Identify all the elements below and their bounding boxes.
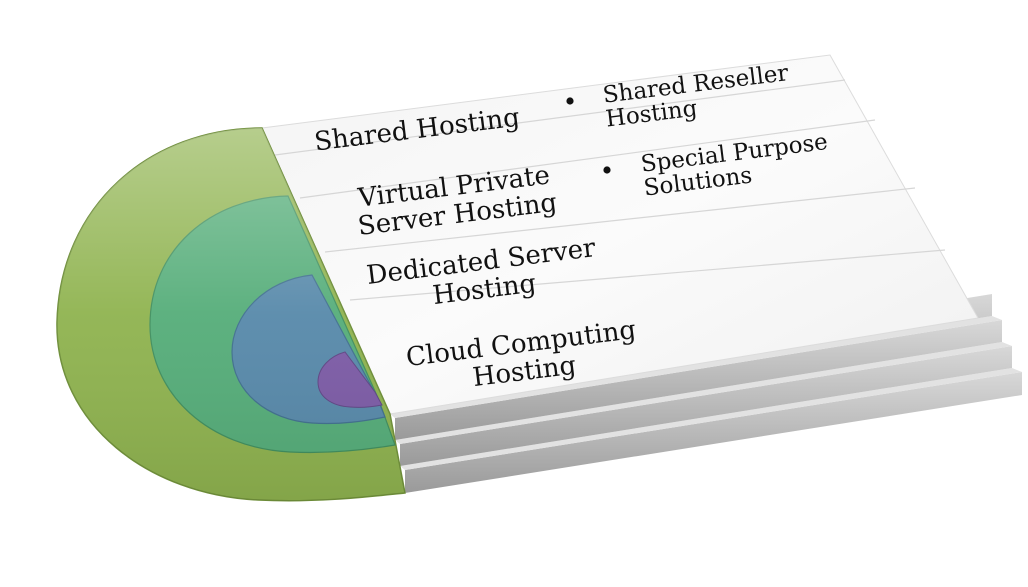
row-divider-4 xyxy=(349,249,946,301)
card-step-3-top xyxy=(395,342,1012,444)
bullet-shared-reseller xyxy=(566,97,574,105)
level-rings xyxy=(56,127,406,502)
card-step-4 xyxy=(405,372,1022,493)
card-step-3 xyxy=(400,346,1012,466)
card-step-2 xyxy=(395,320,1002,440)
row-divider-1 xyxy=(274,79,846,156)
row-divider-2 xyxy=(299,119,876,199)
row-dividers xyxy=(274,79,946,301)
ring-gloss xyxy=(56,128,405,501)
bullet-special-purpose xyxy=(603,166,611,174)
card-step-2-top xyxy=(390,316,1002,418)
card-step-4-top xyxy=(400,368,1022,470)
row-divider-3 xyxy=(324,187,916,253)
